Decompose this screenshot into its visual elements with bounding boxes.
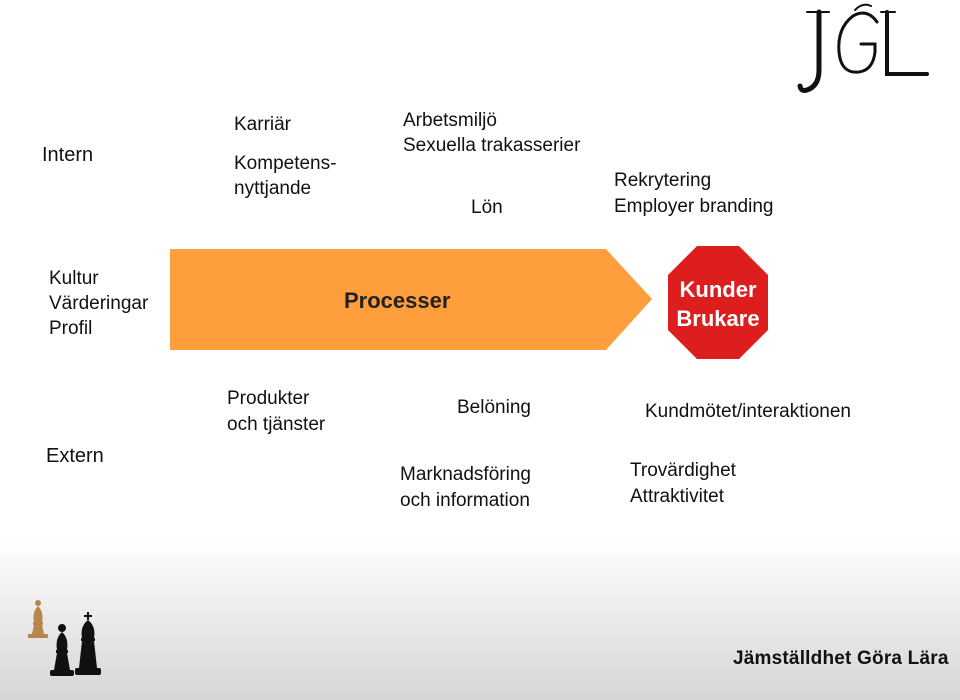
rekrytering-text: Rekrytering <box>614 168 711 194</box>
sexuella-trakasserier-text: Sexuella trakasserier <box>403 133 580 159</box>
profil-text: Profil <box>49 316 92 342</box>
employer-branding-text: Employer branding <box>614 194 773 220</box>
karriar-text: Karriär <box>234 112 291 138</box>
kompetens-text-2: nyttjande <box>234 176 311 202</box>
varderingar-text: Värderingar <box>49 291 148 317</box>
kunder-brukare-label: Kunder Brukare <box>667 275 769 333</box>
processer-label: Processer <box>344 287 450 315</box>
kompetens-text-1: Kompetens- <box>234 151 336 177</box>
kunder-text: Kunder <box>667 275 769 304</box>
attraktivitet-text: Attraktivitet <box>630 484 724 510</box>
brand-text: Jämställdhet Göra Lära <box>733 648 949 670</box>
produkter-text-1: Produkter <box>227 386 309 412</box>
beloning-text: Belöning <box>457 395 531 421</box>
lon-text: Lön <box>471 195 503 221</box>
brukare-text: Brukare <box>667 304 769 333</box>
chess-pieces-icon <box>22 598 112 682</box>
footer-band <box>0 540 960 700</box>
kultur-text: Kultur <box>49 266 99 292</box>
marknadsforing-text-2: och information <box>400 488 530 514</box>
arbetsmiljo-text: Arbetsmiljö <box>403 108 497 134</box>
marknadsforing-text-1: Marknadsföring <box>400 462 531 488</box>
produkter-text-2: och tjänster <box>227 412 325 438</box>
extern-label: Extern <box>46 443 104 469</box>
logo-icon <box>795 0 935 100</box>
kundmotet-text: Kundmötet/interaktionen <box>645 399 851 425</box>
intern-label: Intern <box>42 142 93 168</box>
trovardighet-text: Trovärdighet <box>630 458 736 484</box>
